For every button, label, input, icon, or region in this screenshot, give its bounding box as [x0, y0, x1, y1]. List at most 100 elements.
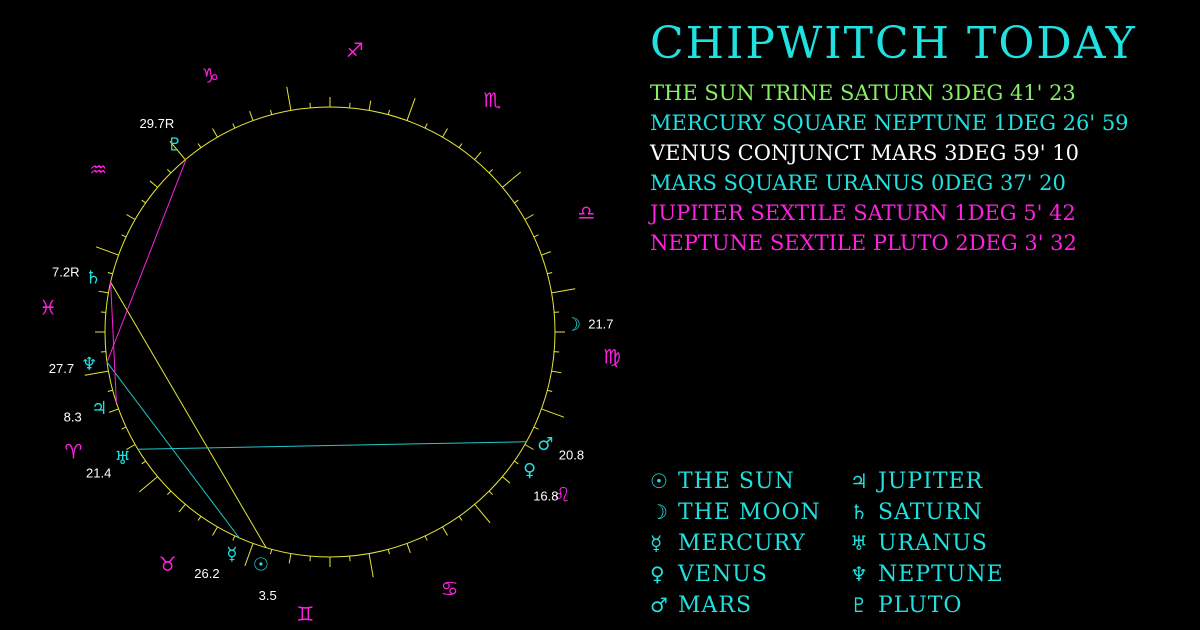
degree-tick	[488, 169, 493, 174]
legend-label: SATURN	[878, 500, 983, 525]
uranus-icon: ♅	[850, 531, 868, 555]
legend-label: NEPTUNE	[878, 562, 1004, 587]
aquarius-sign-icon: ♒	[89, 158, 107, 182]
degree-tick	[533, 234, 539, 238]
legend-item-sun: ☉ THE SUN	[650, 466, 821, 497]
legend-item-neptune: ♆ NEPTUNE	[850, 559, 1004, 590]
sign-boundary-tick	[244, 543, 254, 567]
degree-tick	[109, 408, 119, 413]
sun-icon: ☉	[650, 469, 668, 493]
degree-tick	[541, 251, 551, 256]
gemini-sign-icon: ♊	[296, 602, 314, 626]
degree-tick	[424, 535, 428, 541]
sign-boundary-tick	[541, 408, 565, 418]
degree-tick	[442, 526, 448, 536]
jupiter-icon: ♃	[91, 398, 107, 419]
sign-boundary-tick	[406, 97, 416, 121]
neptune-degree-label: 27.7	[49, 361, 74, 376]
degree-tick	[149, 180, 158, 188]
jupiter-degree-label: 8.3	[64, 410, 82, 425]
degree-tick	[474, 151, 482, 160]
degree-tick	[514, 460, 519, 465]
sign-boundary-tick	[551, 288, 576, 294]
degree-tick	[387, 109, 391, 115]
degree-tick	[269, 549, 273, 555]
sign-boundary-tick	[368, 553, 374, 578]
virgo-sign-icon: ♍	[603, 345, 621, 369]
moon-icon: ☽	[650, 500, 668, 524]
degree-tick	[126, 214, 136, 220]
uranus-degree-label: 21.4	[86, 466, 111, 481]
degree-tick	[442, 128, 448, 138]
legend-item-venus: ♀VENUS	[650, 559, 821, 590]
mercury-degree-label: 26.2	[194, 566, 219, 581]
aspect-line-neptune-pluto	[106, 158, 187, 363]
taurus-sign-icon: ♉	[159, 552, 177, 576]
degree-tick	[167, 169, 172, 174]
legend-item-mars: ♂ MARS	[650, 590, 821, 621]
legend-label: MARS	[678, 593, 753, 618]
sign-boundary-tick	[84, 370, 109, 376]
degree-tick	[458, 143, 463, 148]
degree-tick	[212, 526, 218, 536]
cancer-sign-icon: ♋	[441, 576, 459, 600]
legend-label: VENUS	[678, 562, 768, 587]
mercury-icon: ☿	[650, 531, 663, 555]
aspect-line-sun-saturn	[110, 281, 267, 548]
sign-boundary-tick	[138, 476, 158, 493]
degree-tick	[212, 128, 218, 138]
libra-sign-icon: ♎	[578, 200, 596, 224]
legend-column-left: ☉ THE SUN ☽THE MOON ☿ MERCURY ♀VENUS ♂ MARS	[650, 466, 821, 621]
aspect-line-mercury-square-neptune: MERCURY SQUARE NEPTUNE 1DEG 26' 59	[650, 111, 1129, 135]
moon-degree-label: 21.7	[588, 316, 613, 331]
aspect-line-mars-square-uranus: MARS SQUARE URANUS 0DEG 37' 20	[650, 171, 1066, 195]
jupiter-icon: ♃	[850, 469, 868, 493]
degree-tick	[368, 100, 372, 111]
degree-tick	[121, 234, 127, 238]
mercury-icon: ☿	[226, 544, 237, 565]
degree-tick	[502, 476, 511, 484]
degree-tick	[547, 389, 553, 393]
sign-boundary-tick	[286, 86, 292, 111]
sign-boundary-tick	[502, 171, 522, 188]
sun-icon: ☉	[253, 554, 269, 575]
mars-icon: ♂	[537, 434, 553, 455]
pluto-icon: ♇	[850, 593, 868, 617]
mars-degree-label: 20.8	[559, 448, 584, 463]
degree-tick	[488, 490, 493, 495]
natal-chart-wheel: ♈♉♊♋♌♍♎♏♐♑♒♓☉3.5☽21.7☿26.2♀16.8♂20.8♃8.3…	[39, 38, 621, 626]
pisces-sign-icon: ♓	[39, 295, 57, 319]
degree-tick	[141, 199, 146, 204]
degree-tick	[167, 490, 172, 495]
degree-tick	[288, 553, 292, 564]
scorpio-sign-icon: ♏	[483, 88, 501, 112]
degree-tick	[524, 444, 534, 450]
degree-tick	[551, 370, 562, 374]
legend-item-moon: ☽THE MOON	[650, 497, 821, 528]
degree-tick	[197, 516, 202, 521]
saturn-icon: ♄	[85, 268, 101, 289]
legend-label: MERCURY	[678, 531, 806, 556]
legend-item-saturn: ♄SATURN	[850, 497, 1004, 528]
legend-label: PLUTO	[878, 593, 963, 618]
sign-boundary-tick	[474, 504, 491, 524]
legend-label: URANUS	[878, 531, 988, 556]
capricorn-sign-icon: ♑	[201, 64, 219, 88]
degree-tick	[232, 535, 236, 541]
aspect-line-neptune-sextile-pluto: NEPTUNE SEXTILE PLUTO 2DEG 3' 32	[650, 231, 1077, 255]
aspect-line-venus-conjunct-mars: VENUS CONJUNCT MARS 3DEG 59' 10	[650, 141, 1079, 165]
venus-icon: ♀	[523, 460, 536, 481]
saturn-degree-label: 7.2R	[52, 264, 79, 279]
aries-sign-icon: ♈	[65, 440, 83, 464]
degree-tick	[406, 543, 411, 553]
degree-tick	[107, 389, 113, 393]
sign-boundary-tick	[95, 246, 119, 256]
degree-tick	[121, 426, 127, 430]
neptune-icon: ♆	[850, 562, 868, 586]
legend-item-jupiter: ♃JUPITER	[850, 466, 1004, 497]
mars-icon: ♂	[650, 593, 668, 617]
legend-label: THE SUN	[678, 469, 795, 494]
page-title: CHIPWITCH TODAY	[650, 18, 1137, 69]
sign-boundary-tick	[169, 140, 186, 160]
moon-icon: ☽	[565, 314, 581, 335]
